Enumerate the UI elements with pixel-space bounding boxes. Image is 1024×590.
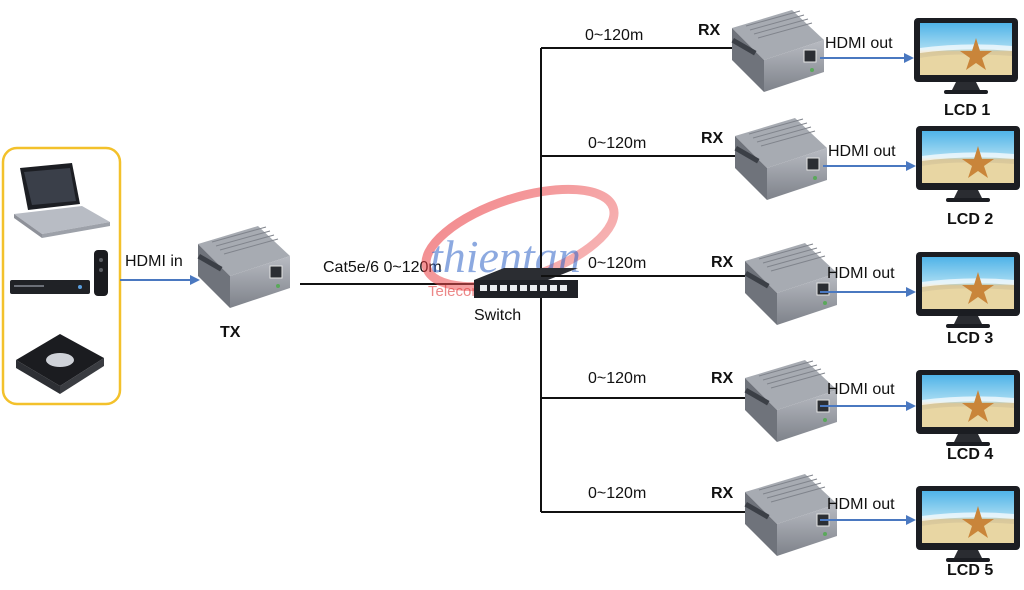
rx-extender-icon (744, 473, 838, 557)
rx-extender-icon (744, 242, 838, 326)
tx-extender-icon (197, 225, 291, 309)
dvd-player-icon (10, 250, 108, 296)
lcd-monitor-icon (916, 370, 1020, 446)
lcd-monitor-icon (914, 18, 1018, 94)
distance-label: 0~120m (588, 135, 646, 152)
rx-label: RX (711, 370, 734, 387)
tx-label: TX (220, 324, 241, 341)
hdmi-out-label: HDMI out (827, 381, 895, 398)
lcd-monitor-icon (916, 252, 1020, 328)
rx-label: RX (698, 22, 721, 39)
hdmi-in-label: HDMI in (125, 253, 183, 270)
rx-extender-icon (734, 117, 828, 201)
distance-label: 0~120m (588, 485, 646, 502)
distance-label: 0~120m (588, 255, 646, 272)
distance-label: 0~120m (585, 27, 643, 44)
media-box-icon (16, 334, 104, 394)
distance-label: 0~120m (588, 370, 646, 387)
lcd-label: LCD 3 (947, 330, 993, 347)
hdmi-out-label: HDMI out (827, 265, 895, 282)
switch-label: Switch (474, 307, 521, 324)
lcd-label: LCD 4 (947, 446, 993, 463)
hdmi-out-label: HDMI out (828, 143, 896, 160)
hdmi-out-label: HDMI out (827, 496, 895, 513)
lcd-label: LCD 2 (947, 211, 993, 228)
lcd-monitor-icon (916, 486, 1020, 562)
lcd-label: LCD 1 (944, 102, 990, 119)
rx-extender-icon (731, 9, 825, 93)
lcd-label: LCD 5 (947, 562, 993, 579)
hdmi-out-label: HDMI out (825, 35, 893, 52)
rx-label: RX (701, 130, 724, 147)
laptop-icon (14, 163, 110, 238)
rx-label: RX (711, 254, 734, 271)
cat-cable-label: Cat5e/6 0~120m (323, 259, 442, 276)
rx-label: RX (711, 485, 734, 502)
lcd-monitor-icon (916, 126, 1020, 202)
rx-extender-icon (744, 359, 838, 443)
